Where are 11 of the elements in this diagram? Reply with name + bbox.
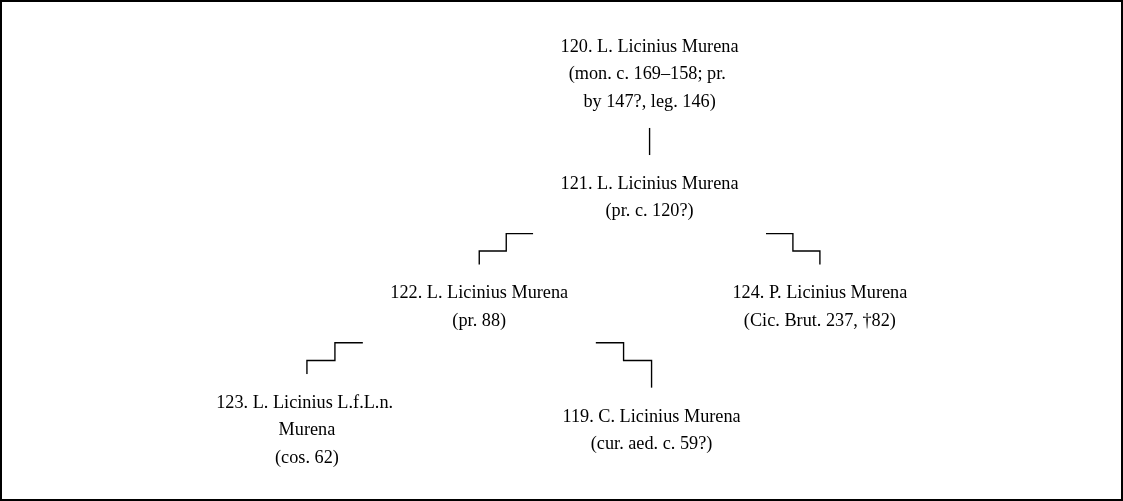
node-text: 119. C. Licinius Murena (cur. aed. c. 59?) [562, 404, 741, 453]
connector [478, 232, 534, 265]
node-text: 121. L. Licinius Murena (pr. c. 120?) [560, 172, 739, 220]
node-text: 124. P. Licinius Murena (Cic. Brut. 237, †82) [732, 281, 908, 329]
node-text: 120. L. Licinius Murena (mon. c. 169–158; pr. by 147?, leg. 146) [560, 35, 739, 110]
connector [648, 126, 651, 156]
node-text: 123. L. Licinius L.f.L.n. Murena (cos. 62) [216, 391, 394, 466]
connector [765, 232, 821, 265]
node-text: 122. L. Licinius Murena (pr. 88) [390, 281, 569, 329]
connector [306, 341, 364, 375]
connector [594, 341, 653, 389]
